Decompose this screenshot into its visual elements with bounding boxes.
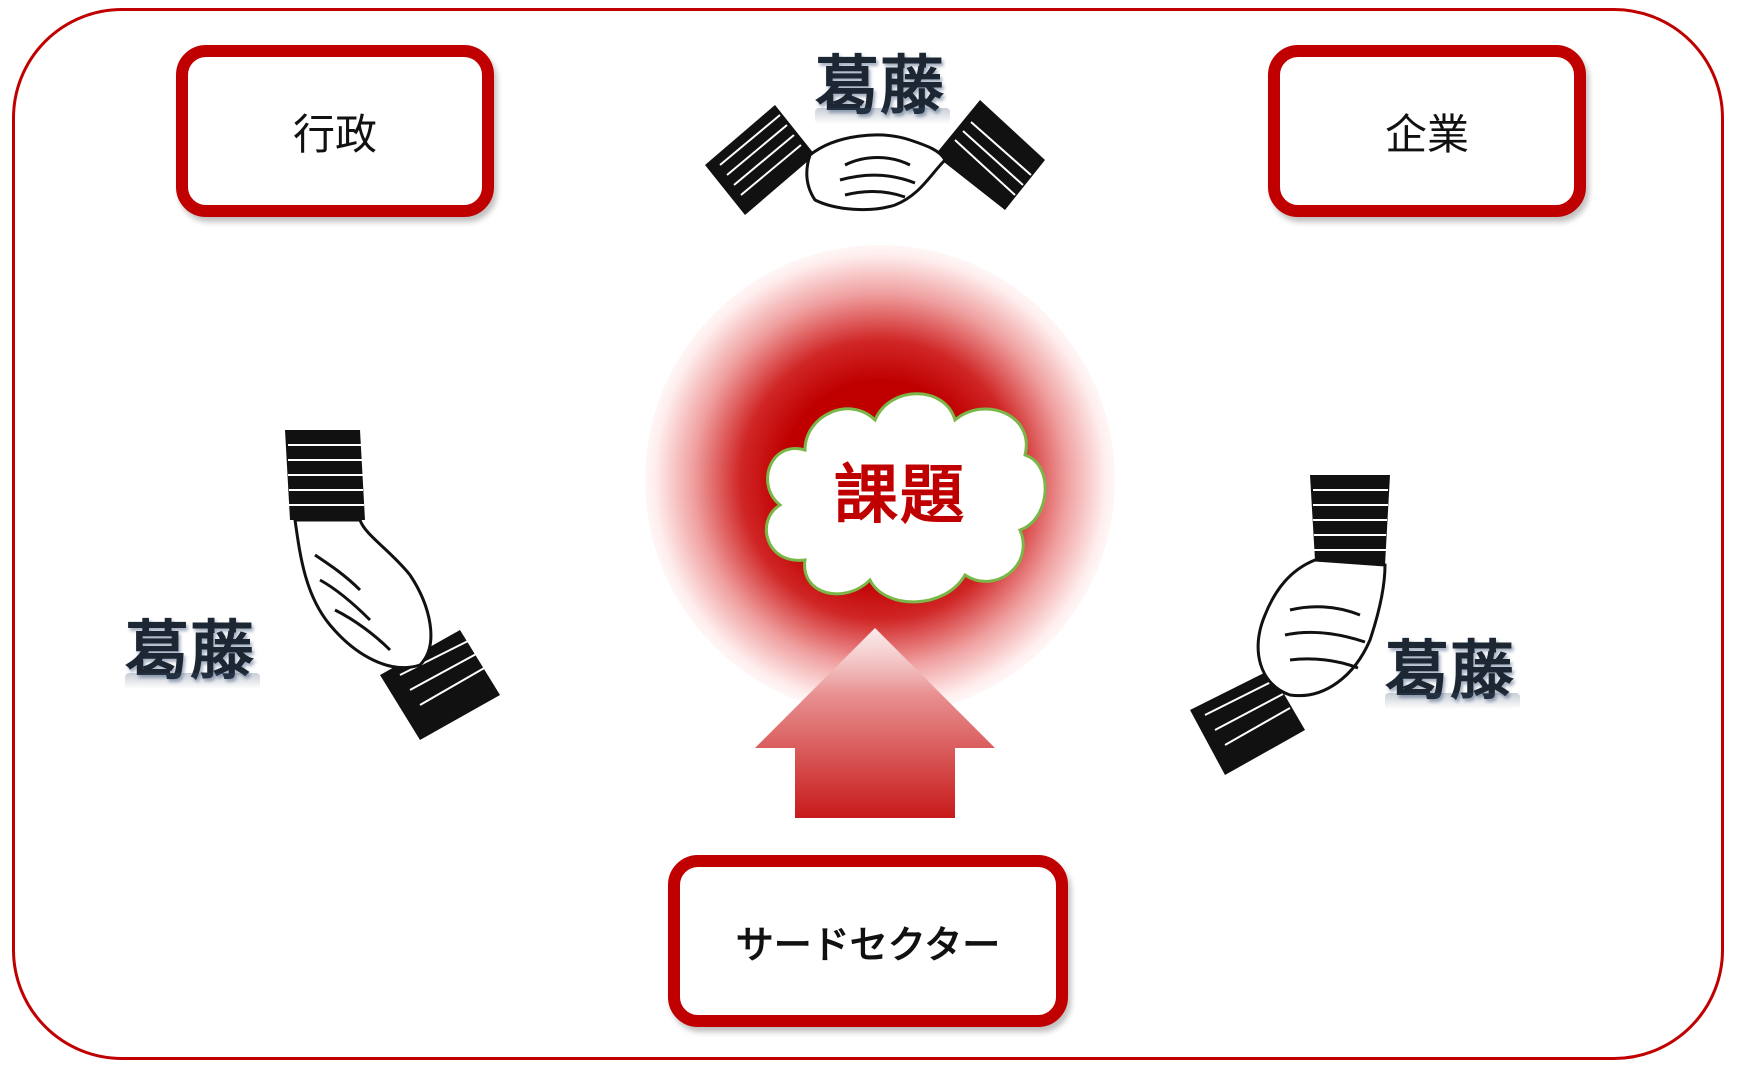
actor-box-government: 行政 [176,45,494,217]
label-reflection [1385,693,1520,709]
up-arrow-icon [755,628,995,818]
label-reflection [815,108,950,124]
handshake-icon [705,100,1045,215]
actor-label-business: 企業 [1384,109,1469,159]
conflict-label-left: 葛藤 [125,614,255,689]
actor-label-third-sector: サードセクター [735,922,1001,967]
label-reflection [125,673,260,689]
actor-box-third-sector: サードセクター [668,855,1068,1027]
handshake-icon [285,430,500,740]
actor-label-government: 行政 [292,109,377,159]
handshake-icon [1190,475,1390,775]
conflict-label-right: 葛藤 [1385,634,1515,709]
issue-cloud: 課題 [745,370,1055,610]
actor-box-business: 企業 [1268,45,1586,217]
outer-frame [12,8,1724,1060]
conflict-label-top: 葛藤 [815,49,945,124]
issue-label: 課題 [834,458,966,533]
cloud-shape [764,392,1047,604]
